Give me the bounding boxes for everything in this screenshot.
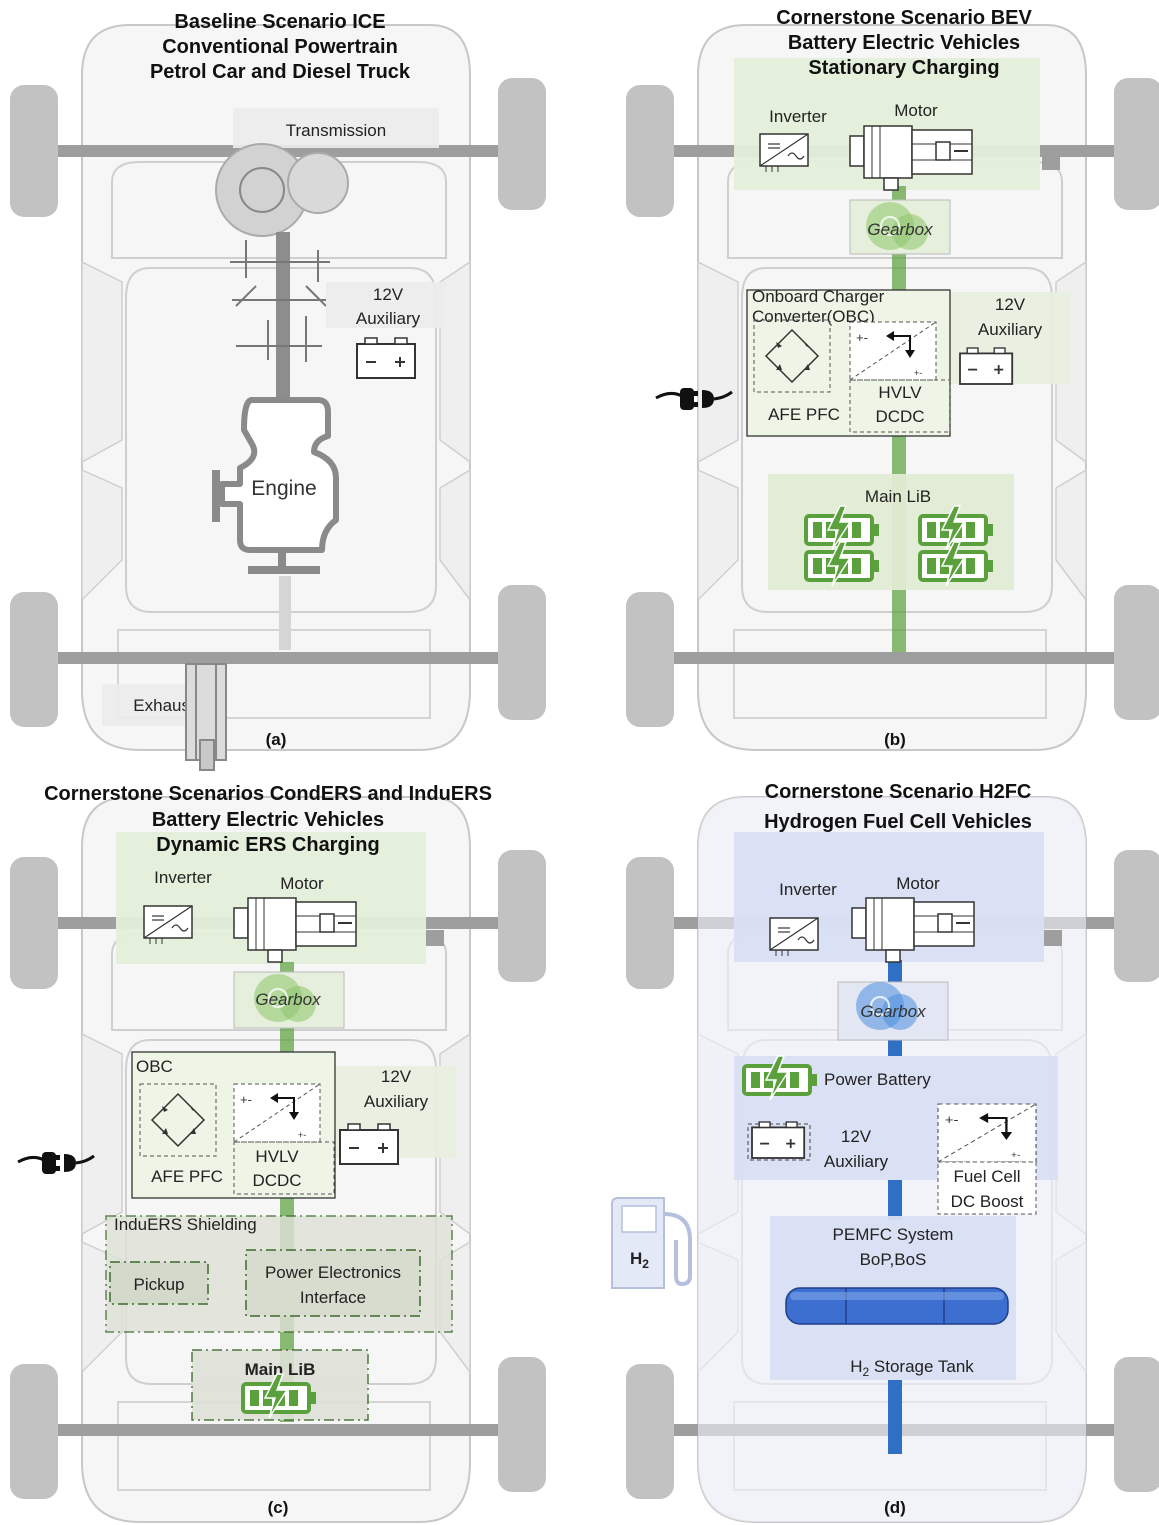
aux-battery-icon <box>751 1121 806 1159</box>
panel-b-title-2: Battery Electric Vehicles <box>788 32 1020 54</box>
inverter-icon <box>759 133 809 173</box>
gearbox-block: Gearbox <box>849 199 951 255</box>
aux-12v-label: 12V <box>995 295 1026 314</box>
transmission-label: Transmission <box>286 121 386 140</box>
afe-pfc-label: AFE PFC <box>151 1167 223 1186</box>
panel-c: Cornerstone Scenarios CondERS and InduER… <box>9 783 547 1523</box>
panel-d-title-1: Cornerstone Scenario H2FC <box>765 781 1032 803</box>
inverter-icon <box>769 917 819 957</box>
main-lib-label: Main LiB <box>865 487 931 506</box>
gearbox-label: Gearbox <box>860 1002 926 1021</box>
hvlv-label: HVLV <box>878 383 922 402</box>
aux-12v-label: 12V <box>381 1067 412 1086</box>
power-electronics-label-2: Interface <box>300 1288 366 1307</box>
panel-a-title-3: Petrol Car and Diesel Truck <box>150 61 411 83</box>
exhaust-pipe-icon <box>185 663 227 771</box>
fuel-cell-dc-boost-icon <box>936 1102 1038 1164</box>
afe-pfc-label: AFE PFC <box>768 405 840 424</box>
aux-battery-icon <box>959 347 1014 385</box>
panel-a-title-1: Baseline Scenario ICE <box>174 11 385 33</box>
inverter-label: Inverter <box>779 880 837 899</box>
pickup-label: Pickup <box>133 1275 184 1294</box>
h2-storage-tank-icon <box>785 1287 1009 1325</box>
pemfc-label-1: PEMFC System <box>833 1225 954 1244</box>
fuel-cell-label: Fuel Cell <box>953 1167 1020 1186</box>
aux-auxiliary-label: Auxiliary <box>364 1092 429 1111</box>
motor-label: Motor <box>896 874 940 893</box>
gearbox-block: Gearbox <box>233 971 345 1029</box>
panel-c-label: (c) <box>268 1498 289 1517</box>
panel-b-label: (b) <box>884 730 906 749</box>
panel-a: Baseline Scenario ICE Conventional Power… <box>9 11 547 771</box>
hydrogen-pump-icon: H2 <box>611 1197 692 1289</box>
aux-12v-label: 12V <box>841 1127 872 1146</box>
gearbox-label: Gearbox <box>255 990 321 1009</box>
panel-c-title-3: Dynamic ERS Charging <box>156 834 379 856</box>
induers-shielding-label: InduERS Shielding <box>114 1215 257 1234</box>
inverter-icon <box>143 905 193 945</box>
aux-12v-label: 12V <box>373 285 404 304</box>
motor-label: Motor <box>894 101 938 120</box>
panel-c-title-1: Cornerstone Scenarios CondERS and InduER… <box>44 783 492 805</box>
transmission-gear-icon <box>215 143 349 237</box>
main-lib-label: Main LiB <box>245 1360 316 1379</box>
exhaust-label: Exhaust <box>133 696 195 715</box>
panel-a-label: (a) <box>266 730 287 749</box>
panel-b-title-3: Stationary Charging <box>808 57 999 79</box>
power-electronics-label-1: Power Electronics <box>265 1263 401 1282</box>
gearbox-label: Gearbox <box>867 220 933 239</box>
motor-label: Motor <box>280 874 324 893</box>
panel-b: Cornerstone Scenario BEV Battery Electri… <box>625 7 1159 751</box>
hvlv-dcdc-icon <box>849 321 937 381</box>
dc-boost-label: DC Boost <box>951 1192 1024 1211</box>
pemfc-label-2: BoP,BoS <box>860 1250 927 1269</box>
aux-battery-icon <box>339 1123 399 1165</box>
pemfc-block: PEMFC System BoP,BoS H2 Storage Tank <box>770 1216 1016 1380</box>
main-lib-block: Main LiB <box>768 474 1014 590</box>
inverter-label: Inverter <box>154 868 212 887</box>
aux-auxiliary-label: Auxiliary <box>824 1152 889 1171</box>
h2-storage-tank-label: H2 Storage Tank <box>850 1357 974 1379</box>
obc-label-2: Converter(OBC) <box>752 307 875 326</box>
hvlv-dcdc-icon <box>233 1083 321 1143</box>
dcdc-label: DCDC <box>875 407 924 426</box>
inverter-label: Inverter <box>769 107 827 126</box>
engine-label: Engine <box>251 477 316 500</box>
dcdc-label: DCDC <box>252 1171 301 1190</box>
gearbox-block: Gearbox <box>837 981 949 1041</box>
panel-d-label: (d) <box>884 1498 906 1517</box>
power-battery-label: Power Battery <box>824 1070 931 1089</box>
engine-icon <box>219 397 339 553</box>
panel-c-title-2: Battery Electric Vehicles <box>152 809 384 831</box>
panel-d-title-2: Hydrogen Fuel Cell Vehicles <box>764 811 1032 833</box>
panel-a-title-2: Conventional Powertrain <box>162 36 398 58</box>
obc-label-1: Onboard Charger <box>752 287 885 306</box>
panel-d: Cornerstone Scenario H2FC Hydrogen Fuel … <box>611 781 1159 1523</box>
panel-b-title-1: Cornerstone Scenario BEV <box>776 7 1032 29</box>
hvlv-label: HVLV <box>255 1147 299 1166</box>
aux-auxiliary-label: Auxiliary <box>356 309 421 328</box>
induers-shielding-block: InduERS Shielding Pickup Power Electroni… <box>105 1215 453 1333</box>
obc-label: OBC <box>136 1057 173 1076</box>
aux-battery-icon <box>356 337 416 379</box>
h2-label: H2 <box>630 1249 649 1271</box>
main-lib-block: Main LiB <box>191 1349 369 1421</box>
aux-auxiliary-label: Auxiliary <box>978 320 1043 339</box>
